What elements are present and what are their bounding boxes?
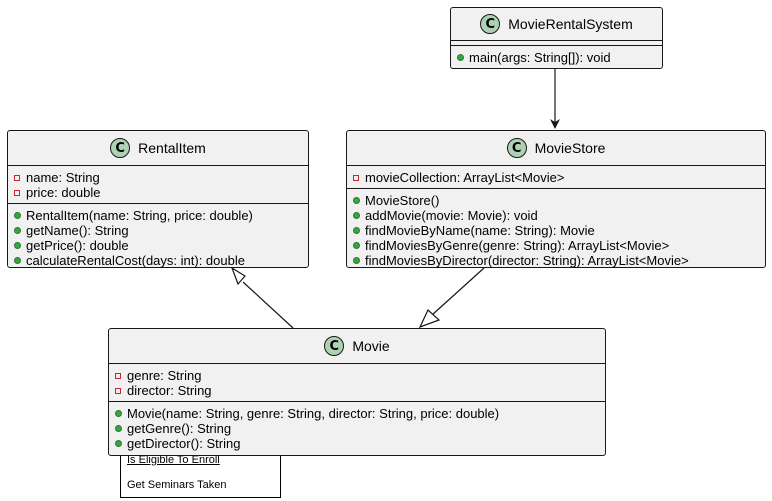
method-row: Movie(name: String, genre: String, direc… bbox=[115, 406, 599, 421]
public-visibility-icon bbox=[14, 227, 21, 234]
class-name: Movie bbox=[352, 338, 390, 354]
methods-section: main(args: String[]): void bbox=[451, 45, 662, 68]
field-row: director: String bbox=[115, 383, 599, 398]
field-text: genre: String bbox=[127, 368, 202, 383]
public-visibility-icon bbox=[457, 54, 464, 61]
inheritance-arrow-rentalitem bbox=[230, 266, 294, 329]
method-text: getName(): String bbox=[26, 223, 129, 238]
method-row: calculateRentalCost(days: int): double bbox=[14, 253, 302, 268]
private-visibility-icon bbox=[353, 174, 359, 181]
field-row: movieCollection: ArrayList<Movie> bbox=[353, 170, 759, 185]
public-visibility-icon bbox=[115, 440, 122, 447]
method-row: findMovieByName(name: String): Movie bbox=[353, 223, 759, 238]
method-text: main(args: String[]): void bbox=[469, 50, 611, 65]
methods-section: RentalItem(name: String, price: double) … bbox=[8, 203, 308, 271]
class-header: C Movie bbox=[109, 329, 605, 364]
fields-section: name: String price: double bbox=[8, 166, 308, 203]
field-text: name: String bbox=[26, 170, 100, 185]
method-text: Movie(name: String, genre: String, direc… bbox=[127, 406, 500, 421]
method-row: getGenre(): String bbox=[115, 421, 599, 436]
method-row: MovieStore() bbox=[353, 193, 759, 208]
class-name: RentalItem bbox=[138, 140, 206, 156]
method-row: getName(): String bbox=[14, 223, 302, 238]
class-name: MovieRentalSystem bbox=[508, 16, 633, 32]
class-header: C MovieStore bbox=[347, 131, 765, 166]
private-visibility-icon bbox=[14, 174, 20, 181]
method-text: calculateRentalCost(days: int): double bbox=[26, 253, 245, 268]
private-visibility-icon bbox=[14, 189, 20, 196]
private-visibility-icon bbox=[115, 372, 121, 379]
method-row: getPrice(): double bbox=[14, 238, 302, 253]
stray-text-seminars: Get Seminars Taken bbox=[127, 479, 227, 491]
stray-note-box: Is Eligible To Enroll Get Seminars Taken bbox=[120, 454, 281, 498]
public-visibility-icon bbox=[353, 227, 360, 234]
class-name: MovieStore bbox=[534, 140, 606, 156]
private-visibility-icon bbox=[115, 387, 121, 394]
methods-section: MovieStore() addMovie(movie: Movie): voi… bbox=[347, 188, 765, 271]
field-row: genre: String bbox=[115, 368, 599, 383]
field-row: name: String bbox=[14, 170, 302, 185]
public-visibility-icon bbox=[353, 257, 360, 264]
method-text: addMovie(movie: Movie): void bbox=[365, 208, 538, 223]
method-row: main(args: String[]): void bbox=[457, 50, 656, 65]
public-visibility-icon bbox=[115, 425, 122, 432]
class-movierentalsystem[interactable]: C MovieRentalSystem main(args: String[])… bbox=[450, 7, 663, 69]
class-badge-icon: C bbox=[110, 138, 131, 158]
field-text: price: double bbox=[26, 185, 101, 200]
class-header: C MovieRentalSystem bbox=[451, 8, 662, 41]
public-visibility-icon bbox=[14, 257, 21, 264]
class-movie[interactable]: C Movie genre: String director: String M… bbox=[108, 328, 606, 456]
field-text: director: String bbox=[127, 383, 212, 398]
class-moviestore[interactable]: C MovieStore movieCollection: ArrayList<… bbox=[346, 130, 766, 268]
methods-section: Movie(name: String, genre: String, direc… bbox=[109, 401, 605, 454]
public-visibility-icon bbox=[353, 197, 360, 204]
method-text: getDirector(): String bbox=[127, 436, 241, 451]
method-text: RentalItem(name: String, price: double) bbox=[26, 208, 253, 223]
class-header: C RentalItem bbox=[8, 131, 308, 166]
field-text: movieCollection: ArrayList<Movie> bbox=[365, 170, 565, 185]
method-text: findMoviesByGenre(genre: String): ArrayL… bbox=[365, 238, 670, 253]
stray-text-enroll: Is Eligible To Enroll bbox=[127, 454, 220, 466]
method-text: getPrice(): double bbox=[26, 238, 129, 253]
fields-section: movieCollection: ArrayList<Movie> bbox=[347, 166, 765, 188]
class-rentalitem[interactable]: C RentalItem name: String price: double … bbox=[7, 130, 309, 268]
method-text: MovieStore() bbox=[365, 193, 440, 208]
class-badge-icon: C bbox=[324, 336, 345, 356]
method-row: addMovie(movie: Movie): void bbox=[353, 208, 759, 223]
public-visibility-icon bbox=[353, 242, 360, 249]
inheritance-arrow-moviestore bbox=[418, 267, 485, 329]
method-text: getGenre(): String bbox=[127, 421, 232, 436]
method-text: findMoviesByDirector(director: String): … bbox=[365, 253, 689, 268]
public-visibility-icon bbox=[353, 212, 360, 219]
method-text: findMovieByName(name: String): Movie bbox=[365, 223, 595, 238]
method-row: findMoviesByDirector(director: String): … bbox=[353, 253, 759, 268]
public-visibility-icon bbox=[14, 212, 21, 219]
class-badge-icon: C bbox=[506, 138, 527, 158]
public-visibility-icon bbox=[14, 242, 21, 249]
class-badge-icon: C bbox=[480, 14, 501, 34]
method-row: getDirector(): String bbox=[115, 436, 599, 451]
method-row: findMoviesByGenre(genre: String): ArrayL… bbox=[353, 238, 759, 253]
method-row: RentalItem(name: String, price: double) bbox=[14, 208, 302, 223]
public-visibility-icon bbox=[115, 410, 122, 417]
fields-section: genre: String director: String bbox=[109, 364, 605, 401]
field-row: price: double bbox=[14, 185, 302, 200]
